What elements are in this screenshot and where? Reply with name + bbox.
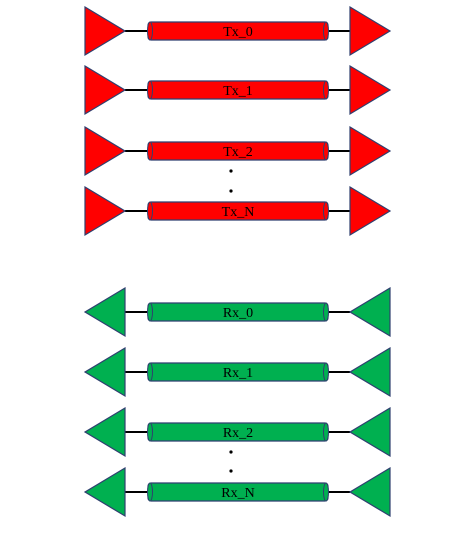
triangle-arrow-icon [349,64,392,116]
channel-bar-end-cap [323,302,329,322]
channel-bar-end-cap [323,21,329,41]
channel-bar-end-cap [323,362,329,382]
triangle-arrow-icon [84,64,127,116]
channel-bar-end-cap [147,482,153,502]
channel-bar-end-cap [323,482,329,502]
channel-bar-end-cap [147,80,153,100]
rx-channel-row: Rx_N [83,466,391,518]
triangle-arrow-icon [348,346,391,398]
channel-bar-end-cap [323,80,329,100]
channel-label: Tx_0 [223,25,253,40]
ellipsis-dot [229,169,233,173]
triangle-arrow-icon [84,185,127,237]
ellipsis-dot [229,450,233,454]
channel-label: Tx_2 [223,145,253,160]
triangle-arrow-icon [348,466,391,518]
channel-bar-end-cap [147,141,153,161]
tx-channel-row: Tx_0 [84,5,392,57]
triangle-arrow-icon [348,286,391,338]
channel-bar-end-cap [147,201,153,221]
triangle-arrow-icon [83,286,126,338]
channel-bar-end-cap [323,201,329,221]
triangle-arrow-icon [349,125,392,177]
rx-channel-row: Rx_0 [83,286,391,338]
channel-label: Tx_1 [223,84,253,99]
channel-label: Rx_0 [223,306,253,321]
triangle-arrow-icon [349,185,392,237]
tx-channel-row: Tx_N [84,185,392,237]
triangle-arrow-icon [84,125,127,177]
tx-channel-row: Tx_2 [84,125,392,177]
rx-group: Rx_0Rx_1Rx_2Rx_N [83,286,391,518]
triangle-arrow-icon [83,466,126,518]
ellipsis-dot [229,189,233,193]
triangle-arrow-icon [83,406,126,458]
ellipsis-dot [229,469,233,473]
rx-channel-row: Rx_2 [83,406,391,458]
channel-bar-end-cap [147,422,153,442]
channel-bar-end-cap [147,21,153,41]
tx-group: Tx_0Tx_1Tx_2Tx_N [84,5,392,237]
tx-channel-row: Tx_1 [84,64,392,116]
triangle-arrow-icon [348,406,391,458]
channel-label: Tx_N [222,205,255,220]
channel-label: Rx_1 [223,366,253,381]
rx-channel-row: Rx_1 [83,346,391,398]
channel-bar-end-cap [147,362,153,382]
triangle-arrow-icon [83,346,126,398]
channel-bar-end-cap [323,422,329,442]
channel-bar-end-cap [323,141,329,161]
triangle-arrow-icon [84,5,127,57]
channel-bar-end-cap [147,302,153,322]
triangle-arrow-icon [349,5,392,57]
channel-label: Rx_2 [223,426,253,441]
channel-label: Rx_N [221,486,254,501]
